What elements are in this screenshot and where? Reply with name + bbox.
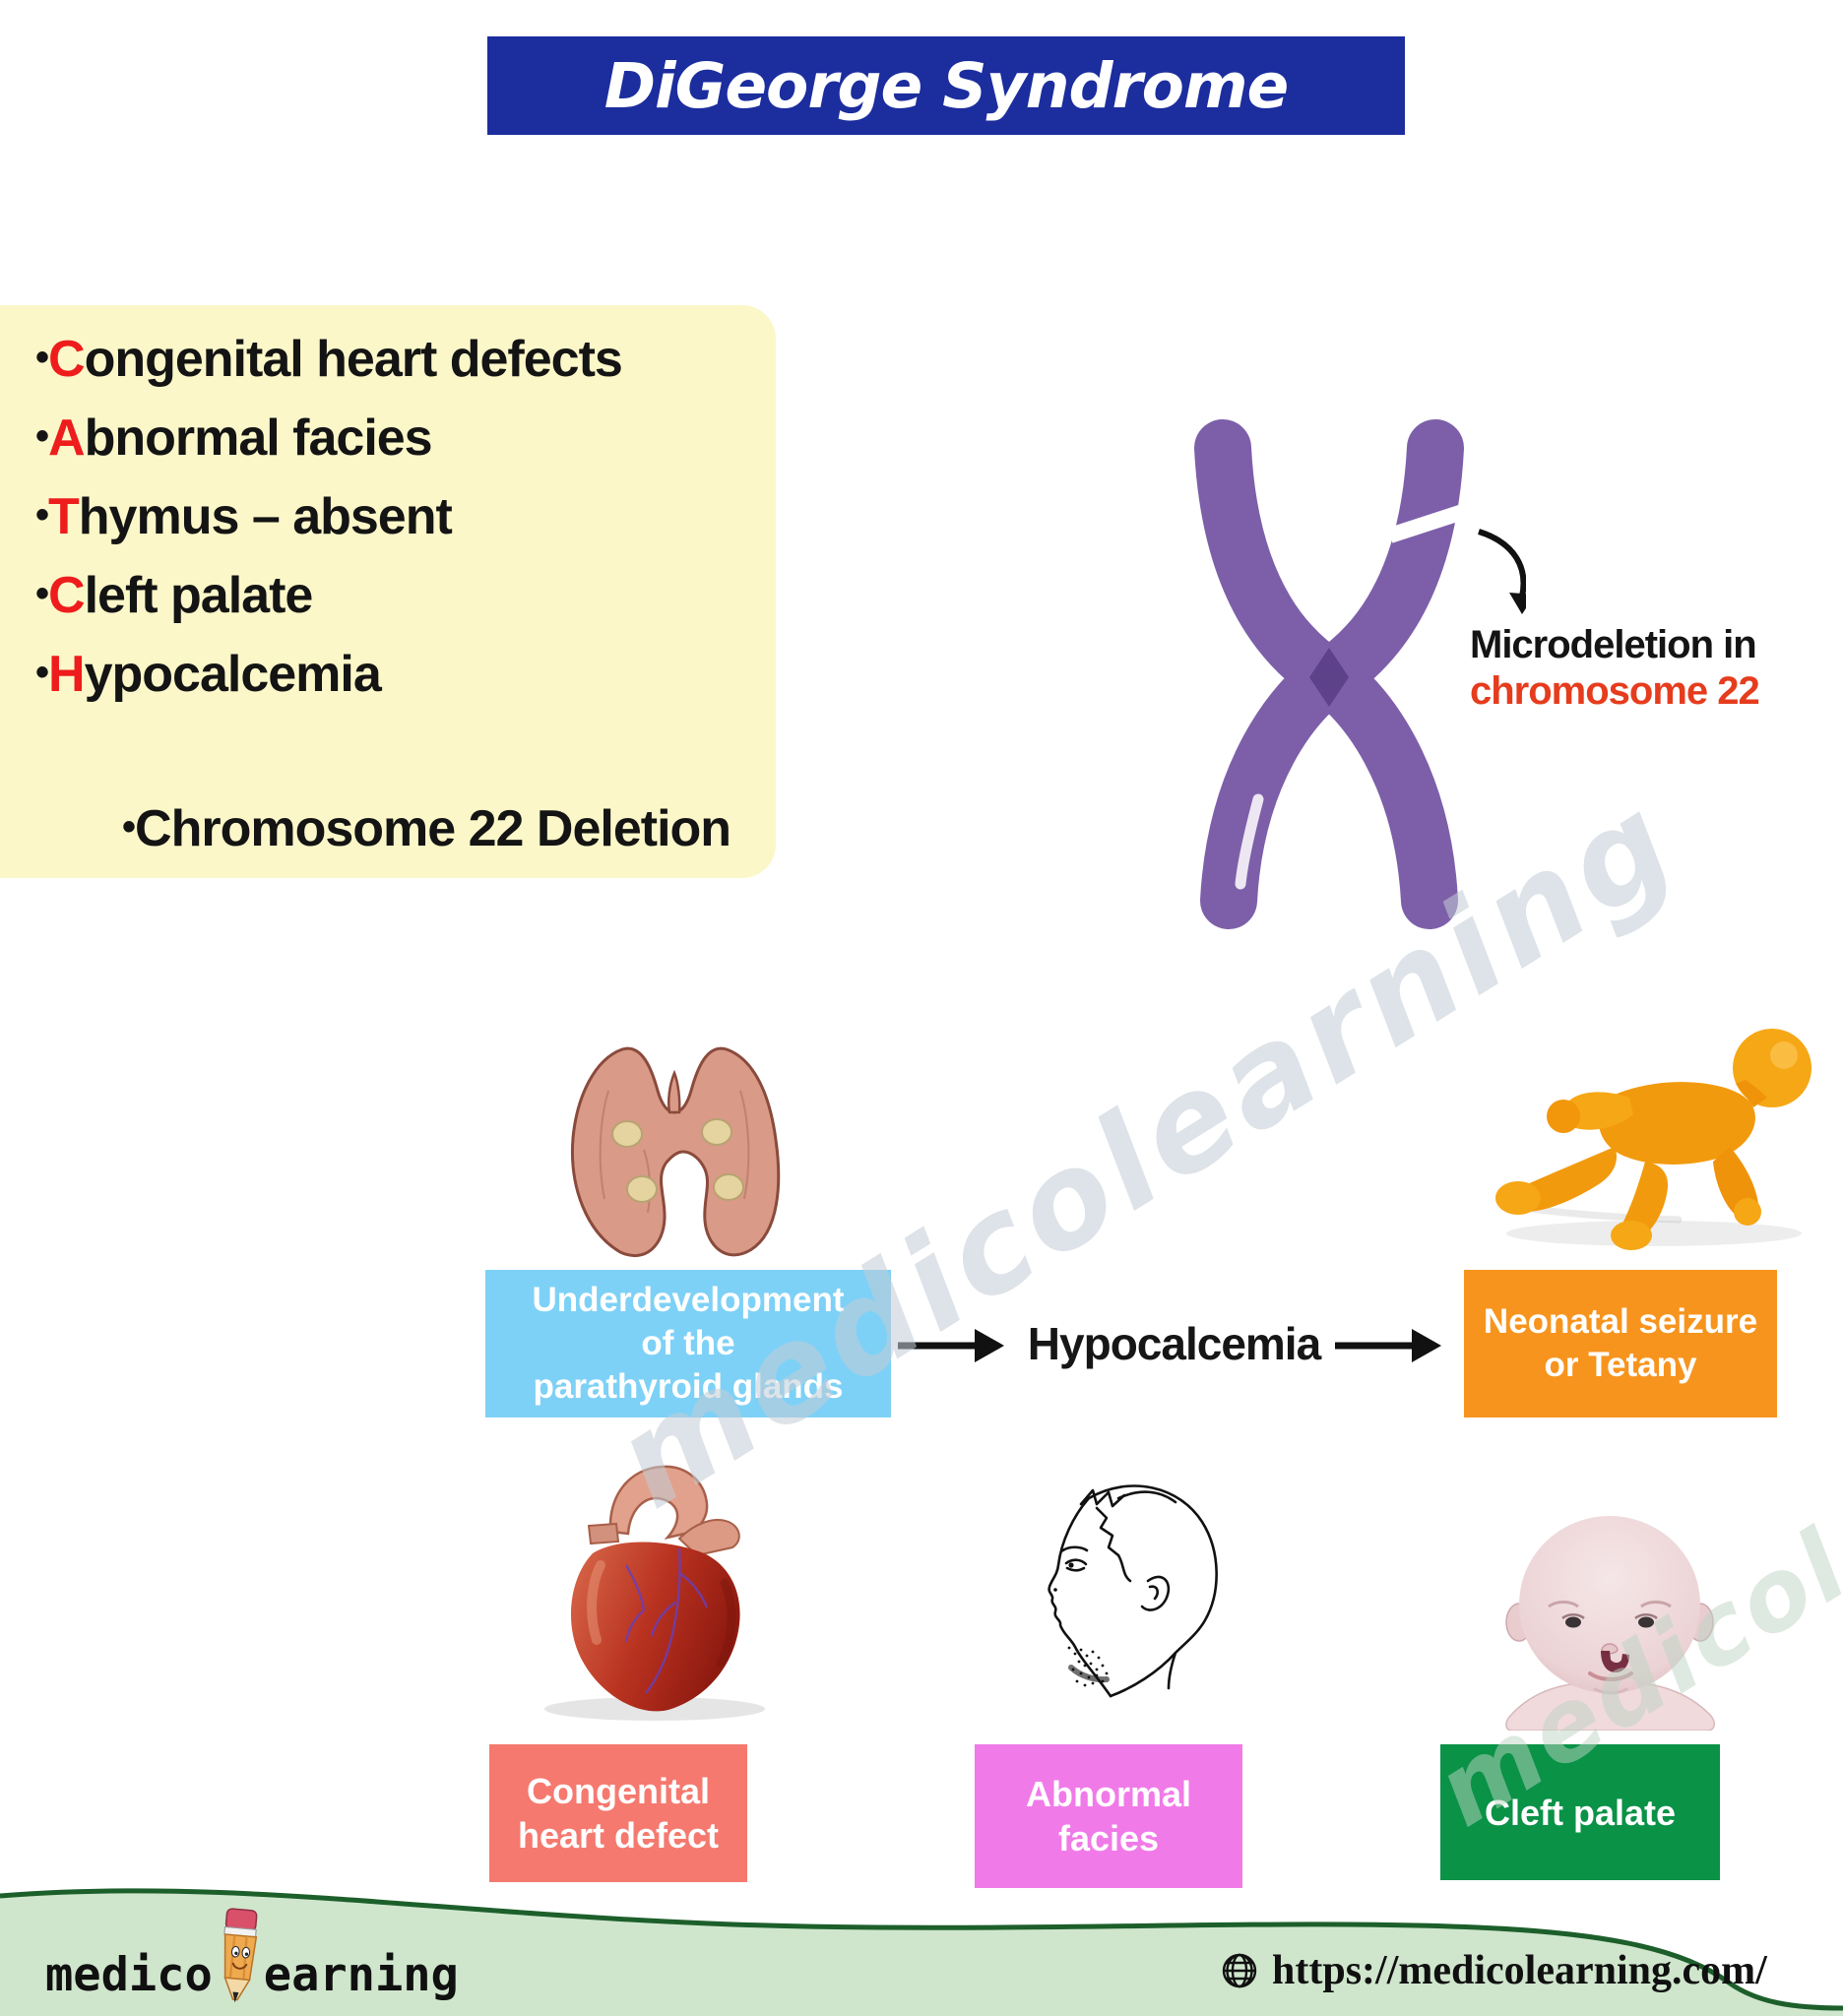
result-line1: Neonatal seizure <box>1483 1302 1758 1341</box>
mnemonic-item: •Cleft palate <box>35 555 776 634</box>
cleft-palate-baby-image <box>1505 1516 1715 1731</box>
cause-box: Underdevelopment of the parathyroid glan… <box>485 1270 891 1418</box>
bullet-icon: • <box>122 805 136 849</box>
facies-label-line1: Abnormal <box>1025 1774 1191 1814</box>
logo-prefix: medico <box>45 1948 213 2002</box>
footer-wave-band <box>0 1888 1843 2016</box>
globe-icon <box>1222 1953 1257 1988</box>
chromosome-22-note-text: Chromosome 22 Deletion <box>135 800 731 857</box>
mnemonic-item: •Abnormal facies <box>35 398 776 476</box>
microdeletion-label-line2: chromosome 22 <box>1470 669 1760 713</box>
microdeletion-label: Microdeletion in chromosome 22 <box>1470 622 1805 715</box>
hypocalcemia-label: Hypocalcemia <box>1027 1318 1321 1369</box>
mnemonic-letter: C <box>48 331 86 388</box>
result-line2: or Tetany <box>1544 1346 1697 1384</box>
title-banner: DiGeorge Syndrome <box>487 36 1405 135</box>
congenital-heart-defect-label: Congenital heart defect <box>489 1744 747 1882</box>
cause-line3: parathyroid glands <box>533 1367 844 1406</box>
mnemonic-letter: A <box>48 410 86 467</box>
page-title: DiGeorge Syndrome <box>604 49 1290 122</box>
cause-line1: Underdevelopment <box>532 1281 845 1319</box>
mnemonic-text: hymus – absent <box>78 488 453 545</box>
medicolearning-logo[interactable]: medico earning <box>45 1900 459 2012</box>
logo-suffix: earning <box>263 1948 459 2002</box>
chromosome-22-note: •Chromosome 22 Deletion <box>122 799 776 858</box>
mnemonic-item: •Thymus – absent <box>35 476 776 555</box>
mnemonic-item: •Congenital heart defects <box>35 319 776 398</box>
right-arrow-icon <box>898 1329 1004 1362</box>
bullet-icon: • <box>35 572 49 615</box>
heart-label-line1: Congenital <box>527 1771 710 1811</box>
mnemonic-panel: •Congenital heart defects •Abnormal faci… <box>0 305 776 878</box>
facies-label-line2: facies <box>1057 1818 1160 1858</box>
mnemonic-letter: T <box>48 488 80 545</box>
mnemonic-text: ongenital heart defects <box>84 331 623 388</box>
facial-profile-sketch <box>1048 1484 1218 1698</box>
collapsed-figure-image <box>1495 1029 1811 1250</box>
bullet-icon: • <box>35 414 49 458</box>
result-box: Neonatal seizure or Tetany <box>1464 1270 1777 1418</box>
heart-image <box>544 1465 765 1721</box>
cleft-label-line1: Cleft palate <box>1484 1792 1677 1833</box>
curved-arrow-icon <box>1478 529 1526 614</box>
mnemonic-letter: H <box>48 646 86 703</box>
microdeletion-gap <box>1387 500 1478 543</box>
right-arrow-icon <box>1335 1329 1441 1362</box>
mnemonic-text: ypocalcemia <box>84 646 382 703</box>
mnemonic-text: left palate <box>84 567 314 624</box>
heart-label-line2: heart defect <box>517 1815 720 1856</box>
bullet-icon: • <box>35 493 49 536</box>
microdeletion-label-line1: Microdeletion in <box>1470 623 1757 666</box>
mnemonic-text: bnormal facies <box>84 410 433 467</box>
mnemonic-letter: C <box>48 567 86 624</box>
cleft-palate-label: Cleft palate <box>1440 1744 1720 1880</box>
bullet-icon: • <box>35 336 49 379</box>
chromosome-illustration <box>1194 419 1526 929</box>
mnemonic-item: •Hypocalcemia <box>35 634 776 713</box>
bullet-icon: • <box>35 651 49 694</box>
website-url[interactable]: https://medicolearning.com/ <box>1219 1947 1767 1994</box>
url-text: https://medicolearning.com/ <box>1272 1948 1767 1993</box>
abnormal-facies-label: Abnormal facies <box>975 1744 1242 1888</box>
cause-line2: of the <box>641 1324 735 1362</box>
parathyroid-gland-image <box>570 1046 781 1258</box>
pencil-mascot-icon <box>223 1908 258 2003</box>
